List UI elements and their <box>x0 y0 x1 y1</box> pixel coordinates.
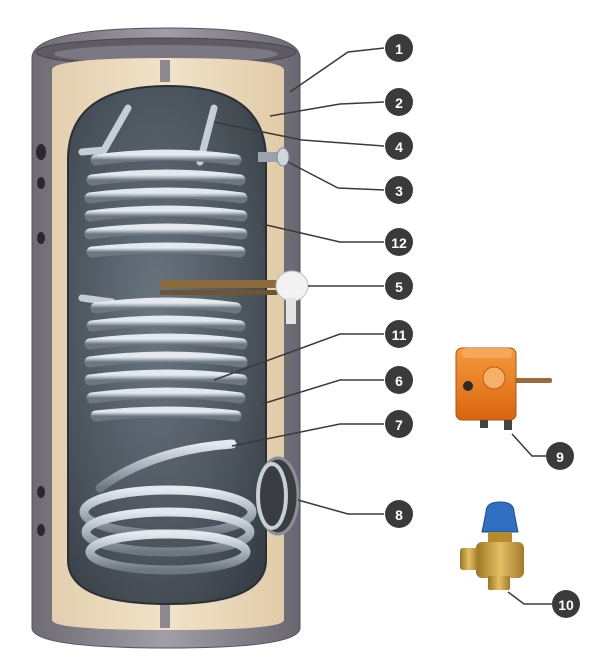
valve-bottom-port <box>488 576 510 590</box>
sensor-pocket <box>258 152 280 162</box>
callout-2: 2 <box>385 88 413 116</box>
leader-10 <box>507 591 552 605</box>
thermostat-dial <box>482 366 506 390</box>
callout-11: 11 <box>385 320 413 348</box>
bottom-strip <box>160 604 170 628</box>
callout-badge-circle <box>385 228 413 256</box>
heating-element-head <box>275 270 309 302</box>
callout-badge-circle <box>546 442 574 470</box>
callout-badge-circle <box>385 500 413 528</box>
leader-4 <box>213 121 385 147</box>
casing-ports <box>36 144 46 536</box>
callout-7: 7 <box>385 410 413 438</box>
callout-number: 3 <box>395 183 403 199</box>
lower-heat-exchanger-coil <box>84 297 248 422</box>
valve-neck <box>488 532 512 542</box>
callout-number: 4 <box>395 139 403 155</box>
leader-1 <box>289 47 385 93</box>
callout-badge-circle <box>385 320 413 348</box>
callout-badge-circle <box>552 590 580 618</box>
leader-11 <box>213 333 384 381</box>
thermostat-knob <box>463 381 473 391</box>
callout-number: 7 <box>395 417 403 433</box>
leader-12 <box>261 223 384 243</box>
callout-number: 2 <box>395 95 403 111</box>
callout-6: 6 <box>385 366 413 394</box>
callout-5: 5 <box>385 272 413 300</box>
callout-8: 8 <box>385 500 413 528</box>
callout-number: 1 <box>395 41 403 57</box>
valve-cap <box>481 501 519 533</box>
callout-number: 10 <box>558 597 574 613</box>
sensor-pocket-cap <box>276 147 290 167</box>
heating-element-rod <box>160 280 278 288</box>
thermostat-foot-left <box>480 420 488 428</box>
callout-3: 3 <box>385 176 413 204</box>
casing-top-inner <box>54 45 278 63</box>
leader-2 <box>269 101 385 117</box>
valve-side-port <box>460 548 478 570</box>
thermostat-foot-right <box>504 420 512 430</box>
callout-9: 9 <box>546 442 574 470</box>
callout-number: 6 <box>395 373 403 389</box>
callout-12: 12 <box>385 228 413 256</box>
valve-body <box>476 542 524 578</box>
leader-lines <box>213 47 552 605</box>
thermostat-icon <box>455 347 552 430</box>
thermostat-probe <box>510 378 552 383</box>
callout-badge-circle <box>385 132 413 160</box>
callout-badge-circle <box>385 176 413 204</box>
callout-badge-circle <box>385 366 413 394</box>
callout-4: 4 <box>385 132 413 160</box>
leader-3 <box>287 161 385 191</box>
bottom-spiral-coil <box>79 439 257 575</box>
callout-badge-circle <box>385 410 413 438</box>
leader-7 <box>231 423 384 447</box>
callout-badge-circle <box>385 88 413 116</box>
top-strip <box>160 60 170 82</box>
boiler-cutaway-illustration <box>31 27 309 649</box>
callout-number: 12 <box>391 235 407 251</box>
heating-element-stem <box>286 298 296 324</box>
callout-10: 10 <box>552 590 580 618</box>
leader-8 <box>297 499 384 515</box>
callout-number: 8 <box>395 507 403 523</box>
callout-badge-circle <box>385 272 413 300</box>
safety-valve-icon <box>460 501 524 590</box>
callout-number: 9 <box>556 449 564 465</box>
callout-number: 11 <box>392 327 407 343</box>
callout-badge-circle <box>385 34 413 62</box>
leader-9 <box>511 433 546 457</box>
callout-1: 1 <box>385 34 413 62</box>
upper-heat-exchanger-coil <box>84 149 248 258</box>
leader-6 <box>261 379 384 405</box>
heating-element-rod-2 <box>160 290 278 295</box>
inspection-flange-ring <box>256 462 288 530</box>
thermostat-top <box>462 348 512 358</box>
callout-number: 5 <box>395 279 403 295</box>
